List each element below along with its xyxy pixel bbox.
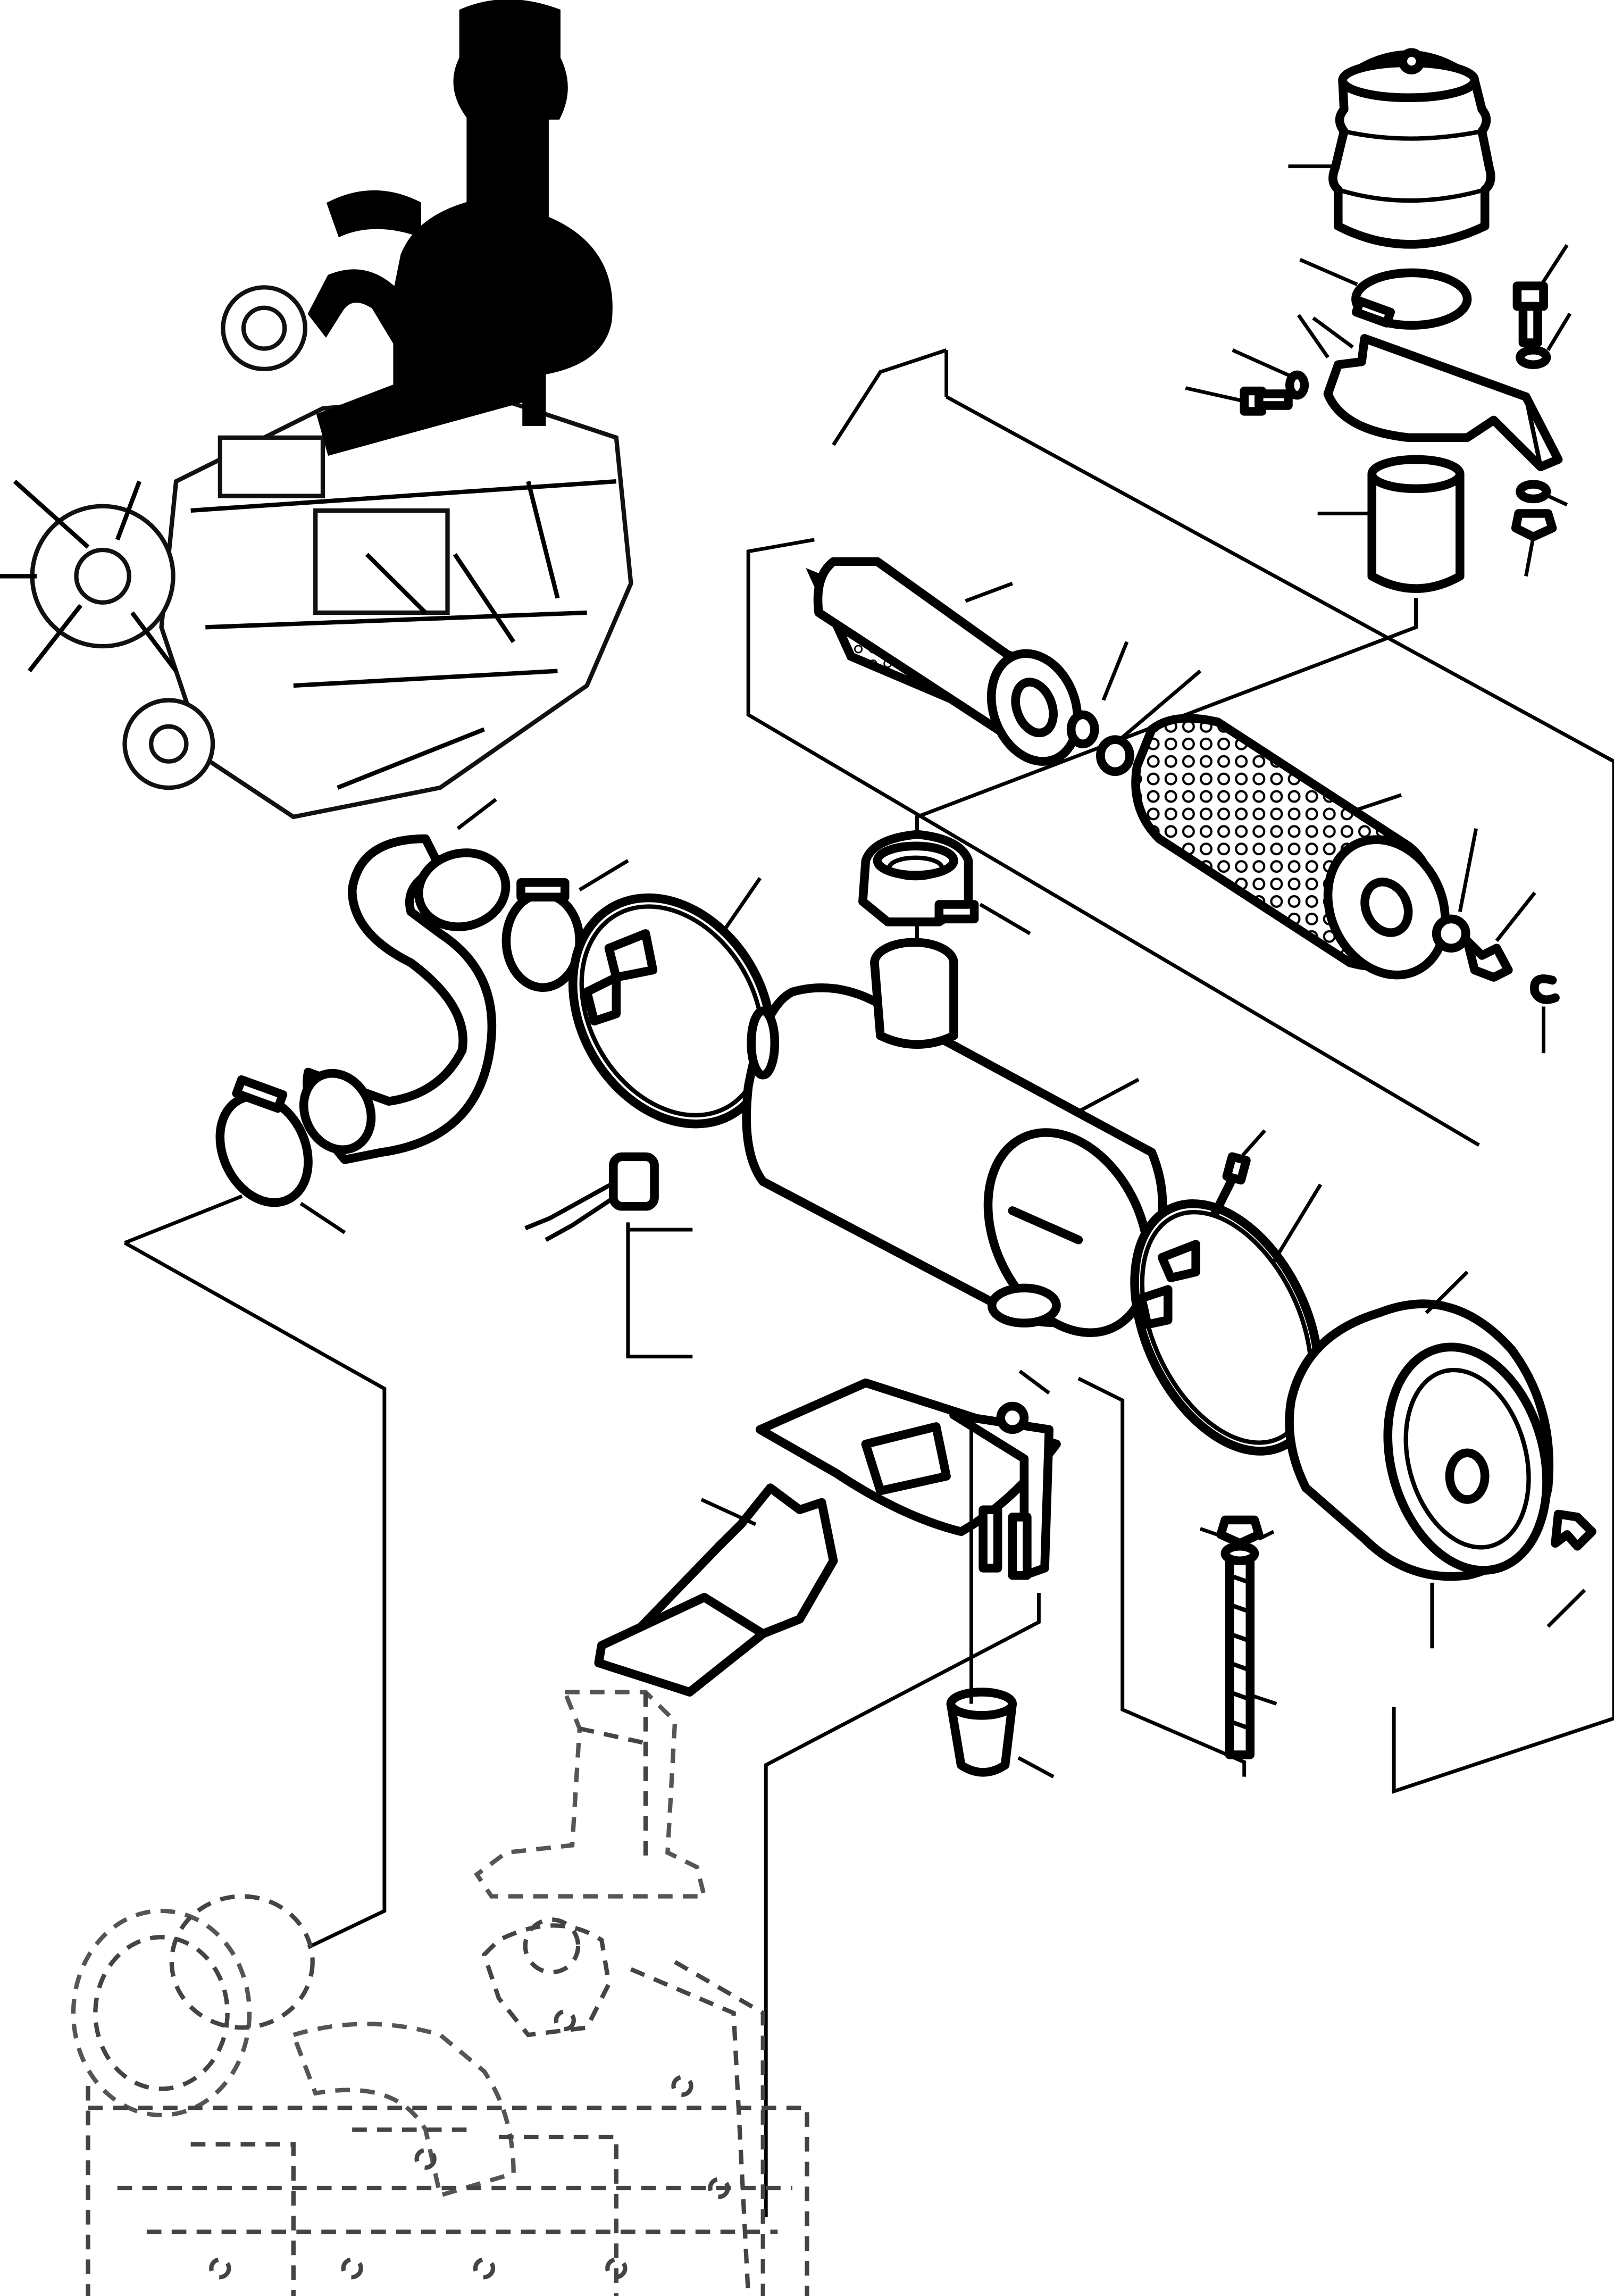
washer-icon (1066, 710, 1099, 749)
inner-filter-element-icon (806, 557, 1082, 766)
engine-overview-icon (0, 0, 633, 820)
intake-hose-icon (299, 834, 511, 1164)
mounting-band-icon (1130, 1199, 1323, 1456)
pre-cleaner-cap-icon (1328, 48, 1495, 249)
outlet-fitting-icon (858, 830, 979, 926)
wing-nut-icon (1462, 936, 1513, 982)
adapter-sleeve-icon (1367, 455, 1465, 593)
air-cleaner-housing-icon (742, 938, 1167, 1337)
rubber-valve-icon (946, 1688, 1017, 1777)
restriction-indicator-icon (524, 1152, 659, 1242)
support-bracket-icon (594, 1378, 1061, 1697)
washer-icon (1432, 914, 1470, 953)
clamp-ring-icon (1351, 268, 1472, 330)
engine-ghost-icon (71, 1690, 809, 2296)
hose-clamp-icon (215, 878, 584, 1207)
mounting-bracket-icon (1323, 334, 1563, 471)
nut-icon (1096, 735, 1134, 777)
wing-nut-icon (1551, 1509, 1596, 1551)
nut-icon (1511, 509, 1557, 541)
mounting-band-icon (568, 893, 776, 1129)
bolt-icon (1210, 1152, 1251, 1218)
bolt-icon (1240, 281, 1548, 416)
outer-filter-element-icon (1131, 714, 1450, 980)
retaining-clip-icon (1530, 974, 1560, 1004)
tie-rod-icon (1216, 1515, 1264, 1759)
end-cover-icon (1285, 1299, 1554, 1581)
washer-icon (1285, 346, 1551, 504)
